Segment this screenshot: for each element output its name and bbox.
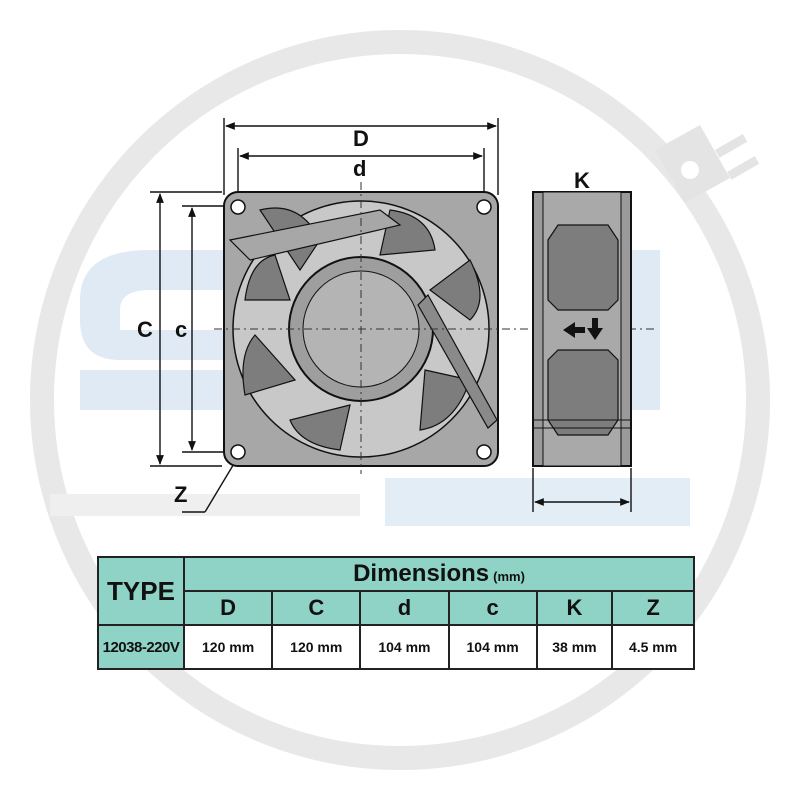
plug-icon [655, 125, 760, 203]
mount-hole-tl-icon [230, 199, 246, 215]
col-header-K: K [535, 590, 614, 626]
dimensions-table: TYPE Dimensions(mm) D C d c K Z 12038-22… [97, 556, 695, 670]
value-D: 120 mm [182, 624, 274, 670]
rotation-arrow-icon [587, 318, 603, 340]
value-d: 104 mm [359, 624, 450, 670]
label-Z: Z [174, 482, 187, 507]
fan-front-view [214, 182, 655, 474]
value-Z: 4.5 mm [611, 624, 695, 670]
col-header-d: d [359, 590, 450, 626]
type-cell: 12038-220V [97, 624, 185, 670]
type-header: TYPE [97, 556, 185, 626]
value-C: 120 mm [271, 624, 362, 670]
label-c: c [175, 317, 187, 342]
mount-hole-bl-icon [230, 444, 246, 460]
label-C: C [137, 317, 153, 342]
dimensions-title: Dimensions [353, 560, 490, 587]
col-header-C: C [271, 590, 362, 626]
col-header-D: D [182, 590, 274, 626]
mount-hole-tr-icon [476, 199, 492, 215]
value-c: 104 mm [447, 624, 538, 670]
col-header-Z: Z [611, 590, 695, 626]
table-row: 12038-220V 120 mm 120 mm 104 mm 104 mm 3… [97, 624, 695, 670]
mount-hole-br-icon [476, 444, 492, 460]
fan-side-view [532, 191, 632, 467]
dimensions-unit: (mm) [493, 569, 525, 584]
col-header-c: c [447, 590, 538, 626]
front-dimension-lines [150, 118, 499, 513]
value-K: 38 mm [535, 624, 614, 670]
label-D: D [353, 126, 369, 151]
side-dimension-lines [532, 468, 632, 512]
label-d: d [353, 156, 366, 181]
label-K: K [574, 168, 590, 193]
airflow-arrow-icon [563, 322, 585, 338]
dimensions-header: Dimensions(mm) [183, 556, 695, 592]
